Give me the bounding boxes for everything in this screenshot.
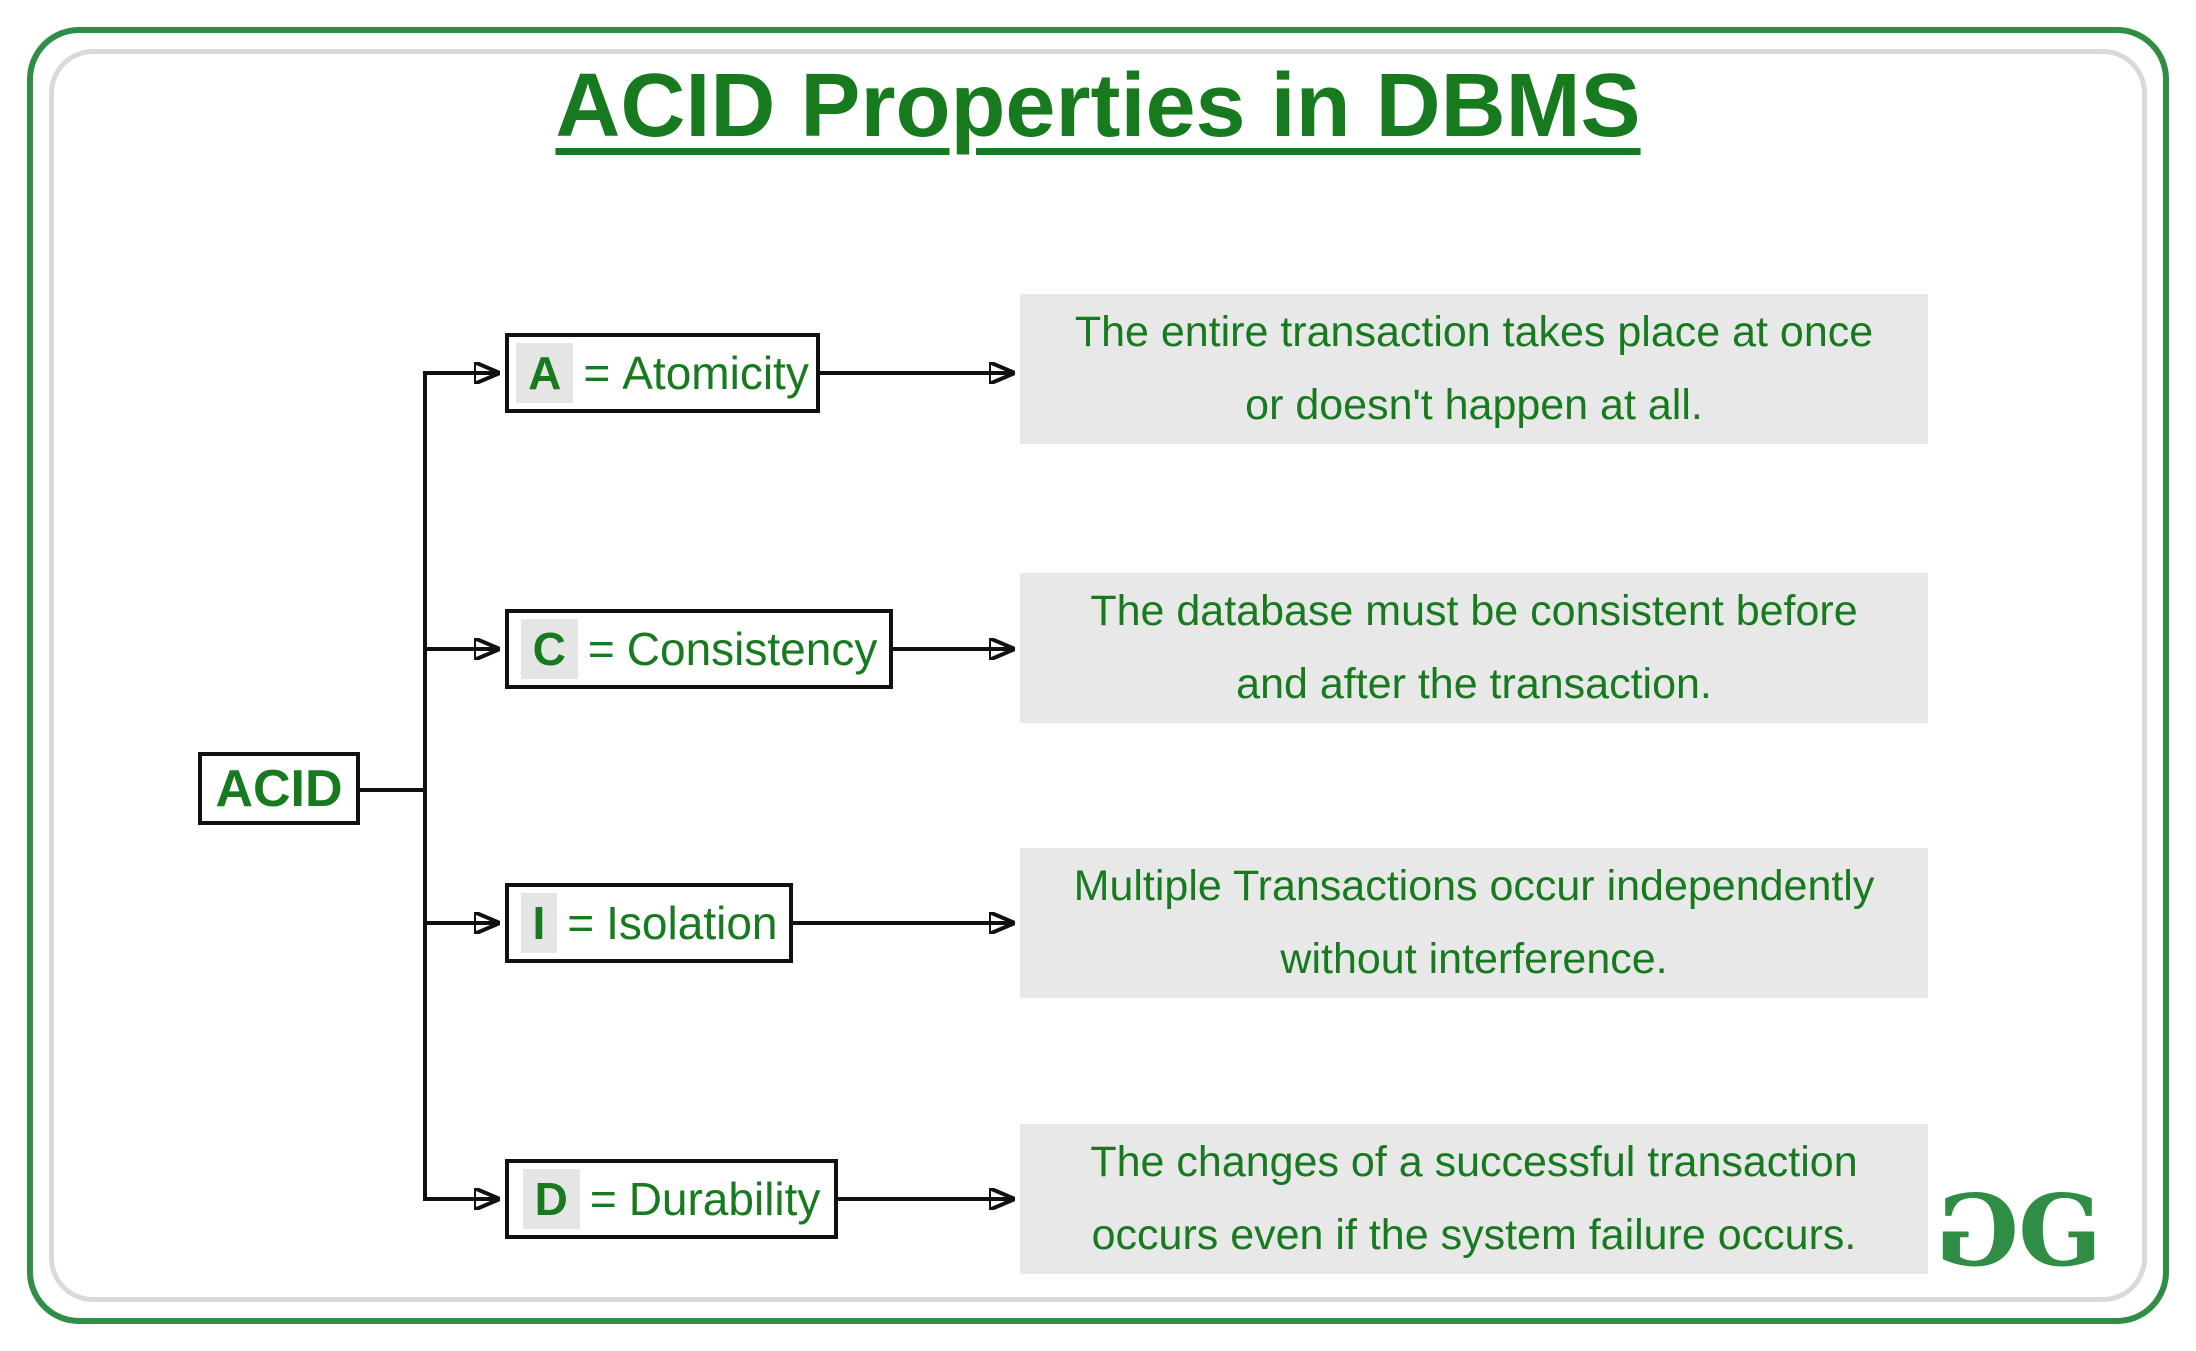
branch-box-atomicity: A = Atomicity: [505, 333, 820, 413]
acid-root-label: ACID: [215, 759, 343, 818]
description-line: and after the transaction.: [1236, 660, 1712, 708]
branch-name-atomicity: Atomicity: [622, 347, 809, 399]
description-line: The changes of a successful transaction: [1090, 1138, 1858, 1186]
logo-g: G: [2018, 1174, 2102, 1289]
letter-chip-a: A: [516, 343, 574, 403]
equals-sign: =: [587, 623, 615, 675]
letter-chip-i: I: [520, 893, 558, 953]
description-line: without interference.: [1280, 935, 1668, 983]
acid-root-box: ACID: [198, 752, 360, 825]
branch-box-consistency: C = Consistency: [505, 609, 893, 689]
page-title: ACID Properties in DBMS: [555, 56, 1641, 156]
description-panel-isolation: Multiple Transactions occur independentl…: [1020, 848, 1928, 998]
description-panel-consistency: The database must be consistent before a…: [1020, 573, 1928, 723]
letter-chip-d: D: [522, 1169, 580, 1229]
equals-sign: =: [583, 347, 611, 399]
branch-name-consistency: Consistency: [626, 623, 878, 675]
inner-gray-frame: [49, 49, 2147, 1302]
branch-name-durability: Durability: [628, 1173, 821, 1225]
description-line: The database must be consistent before: [1090, 587, 1858, 635]
equals-sign: =: [589, 1173, 617, 1225]
outer-green-frame: [27, 27, 2169, 1324]
geeksforgeeks-logo: GG: [1940, 1174, 2102, 1289]
logo-mirrored-g: G: [1940, 1174, 2019, 1289]
letter-chip-c: C: [520, 619, 578, 679]
branch-name-isolation: Isolation: [606, 897, 778, 949]
description-line: The entire transaction takes place at on…: [1074, 308, 1874, 356]
branch-box-isolation: I = Isolation: [505, 883, 793, 963]
branch-box-durability: D = Durability: [505, 1159, 838, 1239]
description-line: or doesn't happen at all.: [1245, 381, 1703, 429]
description-line: Multiple Transactions occur independentl…: [1073, 862, 1875, 910]
description-panel-durability: The changes of a successful transaction …: [1020, 1124, 1928, 1274]
description-panel-atomicity: The entire transaction takes place at on…: [1020, 294, 1928, 444]
description-line: occurs even if the system failure occurs…: [1091, 1211, 1857, 1259]
equals-sign: =: [567, 897, 595, 949]
